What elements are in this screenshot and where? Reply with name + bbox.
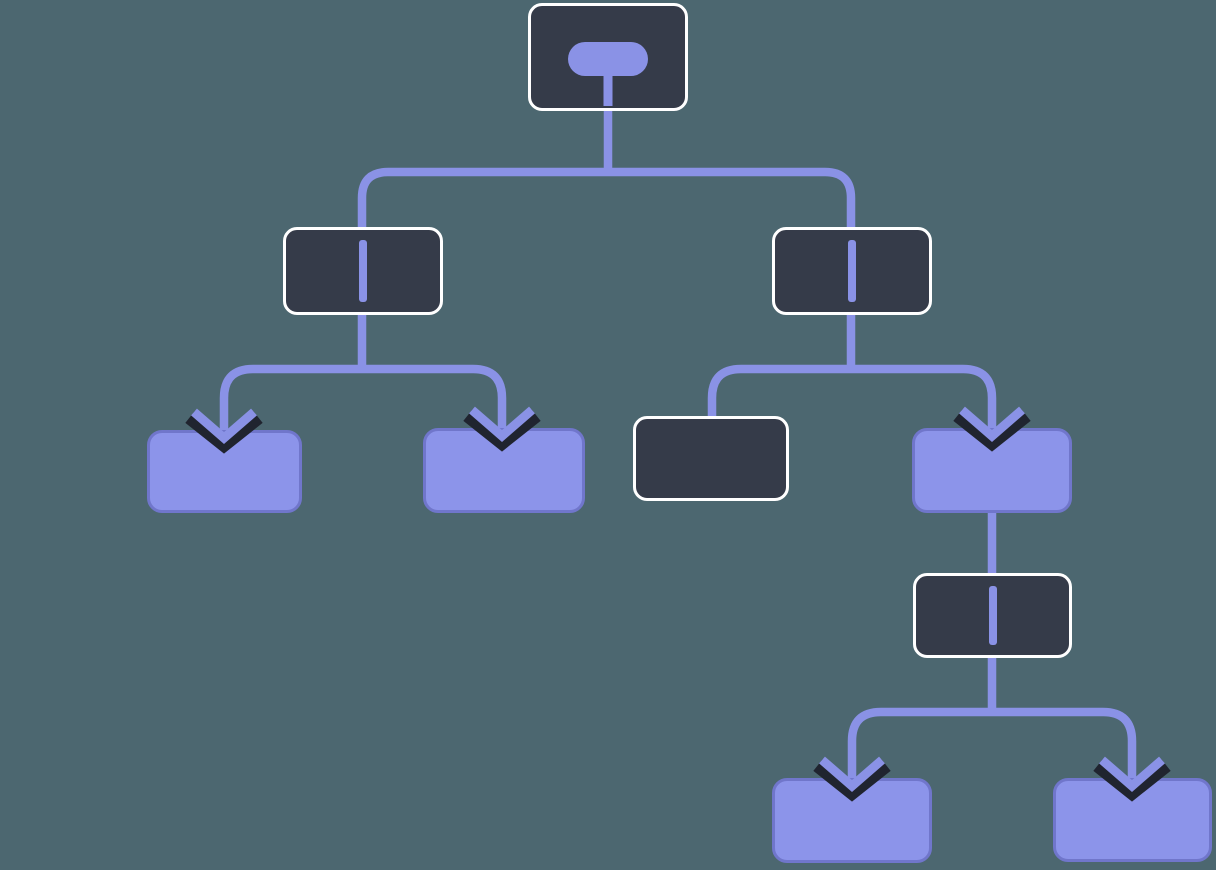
flow-node-branch-right[interactable] [772,227,932,315]
node-pill-icon [568,42,648,76]
flow-node-leaf-4[interactable] [772,778,932,863]
flow-node-dark-leaf[interactable] [633,416,789,501]
flow-node-leaf-3[interactable] [912,428,1072,513]
flow-node-connector-bottom[interactable] [913,573,1072,658]
flow-node-leaf-2[interactable] [423,428,585,513]
flow-node-leaf-1[interactable] [147,430,302,513]
node-divider-bar [359,240,367,302]
flow-node-leaf-5[interactable] [1053,778,1212,862]
node-divider-bar [988,586,997,645]
node-pill-stem [603,74,613,106]
flow-node-root[interactable] [528,3,688,111]
flow-node-branch-left[interactable] [283,227,443,315]
node-divider-bar [848,240,856,302]
